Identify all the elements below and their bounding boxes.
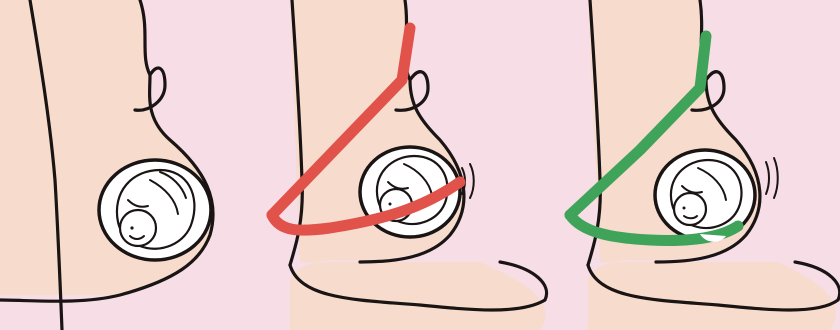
panel-no-belt	[0, 0, 213, 330]
fetus	[671, 160, 742, 228]
motion-lines	[766, 158, 778, 198]
fetus	[117, 170, 195, 249]
panel-correct-belt	[570, 0, 840, 330]
panel-incorrect-belt	[272, 0, 547, 330]
